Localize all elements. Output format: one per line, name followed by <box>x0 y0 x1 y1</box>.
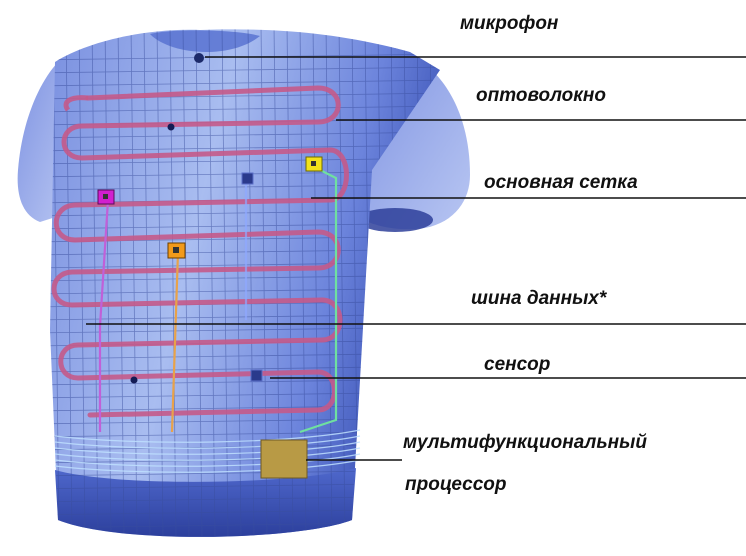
label-processor-line2: процессор <box>405 474 507 496</box>
sensor-square <box>242 173 253 184</box>
label-optical-fiber: оптоволокно <box>476 85 606 107</box>
microphone-dot <box>194 53 204 63</box>
label-processor-line1: мультифункциональный <box>403 432 647 454</box>
sensor-square <box>251 370 262 381</box>
label-data-bus: шина данных* <box>471 288 606 310</box>
processor-chip <box>261 440 307 478</box>
label-microphone: микрофон <box>460 13 558 35</box>
sensor-dot <box>168 124 175 131</box>
label-base-grid: основная сетка <box>484 172 638 194</box>
sensor-dot <box>131 377 138 384</box>
label-sensor: сенсор <box>484 354 550 376</box>
